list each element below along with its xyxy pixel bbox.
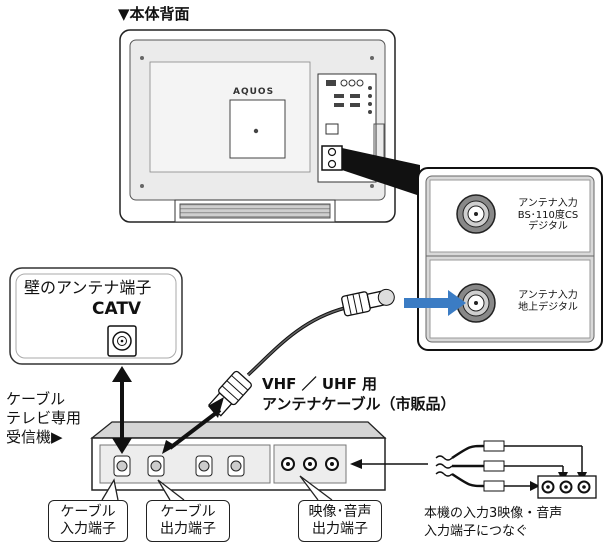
- cable-label-line2: アンテナケーブル（市販品）: [262, 395, 456, 413]
- bs-label-line3: デジタル: [528, 221, 568, 232]
- cable-out-label: ケーブル出力端子: [146, 500, 230, 542]
- bs-antenna-label: アンテナ入力 BS･110度CS デジタル: [505, 198, 591, 233]
- tv-rear: [119, 29, 396, 223]
- receiver-label-line2: テレビ専用: [6, 408, 82, 427]
- av-out-label: 映像･音声出力端子: [298, 500, 382, 542]
- wall-catv: CATV: [92, 299, 142, 319]
- bs-label-line2: BS･110度CS: [517, 209, 579, 221]
- callout-tails: [101, 475, 333, 501]
- blue-arrow: [404, 290, 466, 316]
- cable-out-line1: ケーブル: [160, 504, 216, 521]
- av-out-line2: 出力端子: [312, 521, 368, 537]
- antenna-inset: [417, 167, 603, 351]
- av-note-line1: 本機の入力3映像・音声: [424, 506, 563, 521]
- terrestrial-antenna-label: アンテナ入力 地上デジタル: [505, 290, 591, 313]
- cable-out-arrow: [162, 397, 224, 454]
- tv-rear-label: ▼本体背面: [118, 5, 190, 23]
- receiver-label-line3: 受信機▶: [6, 427, 63, 446]
- wall-outlet: [9, 267, 183, 365]
- cable-label-line1: VHF ／ UHF 用: [262, 375, 378, 393]
- zoom-pointer: [342, 148, 420, 196]
- terrestrial-label-line2: 地上デジタル: [518, 301, 578, 313]
- cable-in-line1: ケーブル: [60, 504, 116, 521]
- av-out-line1: 映像･音声: [308, 504, 372, 521]
- tv-brand: AQUOS: [233, 87, 275, 97]
- av-note-line2: 入力端子につなぐ: [424, 523, 529, 539]
- rca-cables: [435, 440, 597, 499]
- cable-in-label: ケーブル入力端子: [48, 500, 128, 542]
- receiver-label: ケーブル テレビ専用 受信機▶: [6, 390, 81, 446]
- receiver-box: [90, 421, 387, 491]
- bs-label-line1: アンテナ入力: [518, 198, 578, 209]
- cable-out-line2: 出力端子: [160, 521, 216, 537]
- cable-in-line2: 入力端子: [60, 521, 116, 537]
- av-note: 本機の入力3映像・音声 入力端子につなぐ: [424, 505, 562, 540]
- receiver-label-line1: ケーブル: [6, 390, 66, 408]
- wall-receiver-arrow: [112, 366, 132, 454]
- terrestrial-label-line1: アンテナ入力: [518, 290, 578, 301]
- wall-title: 壁のアンテナ端子: [24, 278, 152, 297]
- av-arrow: [350, 459, 428, 469]
